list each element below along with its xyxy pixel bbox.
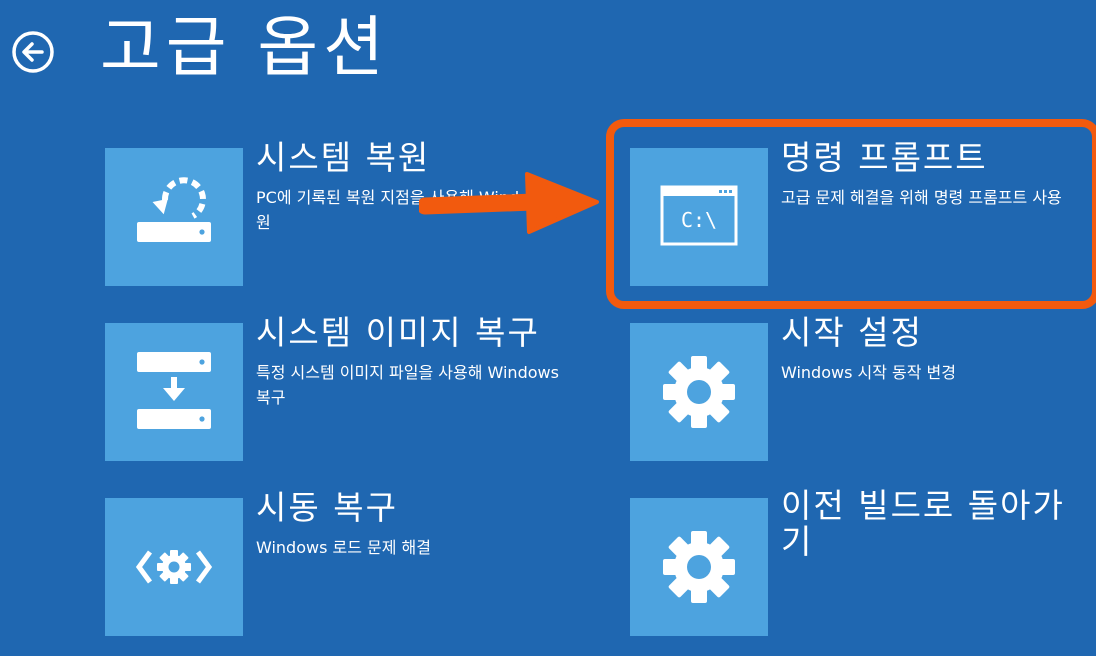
option-system-restore[interactable]: 시스템 복원 PC에 기록된 복원 지점을 사용해 Windows 복원: [105, 138, 570, 288]
option-description: Windows 로드 문제 해결: [256, 538, 431, 557]
option-title: 시스템 이미지 복구: [256, 313, 540, 352]
option-tile: [105, 498, 243, 636]
option-description: 특정 시스템 이미지 파일을 사용해 Windows 복구: [256, 363, 559, 407]
option-command-prompt[interactable]: C:\ 명령 프롬프트 고급 문제 해결을 위해 명령 프롬프트 사용: [630, 138, 1090, 288]
option-tile: [105, 323, 243, 461]
option-tile: C:\: [630, 148, 768, 286]
option-tile: [630, 323, 768, 461]
system-image-recovery-icon: [137, 352, 211, 429]
back-button[interactable]: [11, 30, 55, 74]
command-prompt-icon: C:\: [660, 185, 738, 246]
system-restore-icon: [137, 177, 211, 242]
option-title: 시스템 복원: [256, 138, 431, 177]
gear-icon: [663, 356, 735, 428]
option-go-back-previous-build[interactable]: 이전 빌드로 돌아가기: [630, 488, 1090, 638]
option-description: PC에 기록된 복원 지점을 사용해 Windows 복원: [256, 188, 571, 232]
command-prompt-icon-text: C:\: [681, 208, 717, 232]
option-description: Windows 시작 동작 변경: [781, 363, 956, 382]
option-system-image-recovery[interactable]: 시스템 이미지 복구 특정 시스템 이미지 파일을 사용해 Windows 복구: [105, 313, 565, 463]
option-startup-repair[interactable]: 시동 복구 Windows 로드 문제 해결: [105, 488, 565, 638]
back-arrow-circle-icon: [12, 31, 54, 73]
option-tile: [630, 498, 768, 636]
option-title: 시작 설정: [781, 313, 923, 352]
startup-repair-icon: [135, 550, 213, 584]
option-tile: [105, 148, 243, 286]
option-title: 시동 복구: [256, 488, 398, 527]
gear-icon: [663, 531, 735, 603]
option-description: 고급 문제 해결을 위해 명령 프롬프트 사용: [781, 188, 1062, 207]
page-title: 고급 옵션: [100, 9, 389, 86]
option-title: 명령 프롬프트: [781, 138, 988, 177]
option-title: 이전 빌드로 돌아가기: [781, 486, 1065, 561]
option-startup-settings[interactable]: 시작 설정 Windows 시작 동작 변경: [630, 313, 1090, 463]
